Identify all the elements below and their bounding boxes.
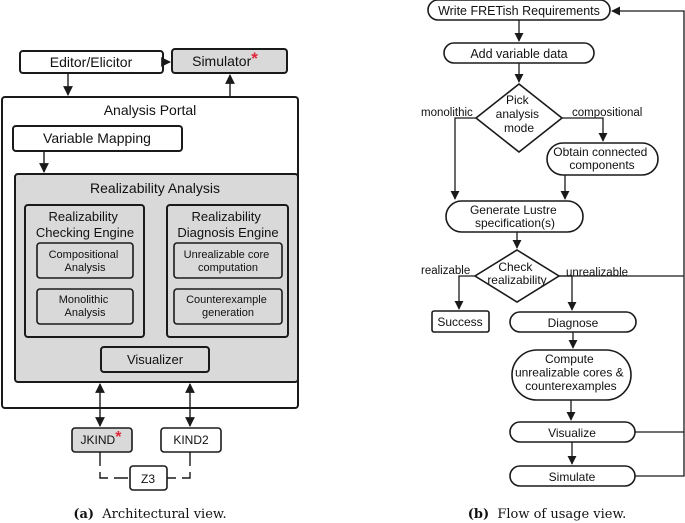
add-variable-data-node: Add variable data [443, 42, 595, 64]
success-node: Success [431, 310, 490, 333]
caption-b-tag: (b) [468, 507, 489, 522]
svg-text:Monolithic Analysis: Monolithic Analysis [59, 294, 112, 319]
variable-mapping-box: Variable Mapping [12, 125, 183, 152]
svg-text:Compositional Analys: Compositional Analysis [49, 249, 122, 274]
pick-line1: Pick [506, 93, 530, 107]
jkind-asterisk: * [115, 429, 122, 446]
variable-mapping-label: Variable Mapping [43, 130, 151, 146]
compute-line1: Compute [545, 352, 594, 366]
check-line2: realizability [487, 273, 546, 287]
editor-box: Editor/Elicitor [19, 50, 164, 74]
svg-text:Compute unrealizable c: Compute unrealizable cores & counterexam… [515, 352, 627, 393]
diagnose-node: Diagnose [509, 311, 637, 333]
diagnosis-engine-line2: Diagnosis Engine [177, 225, 278, 240]
simulator-box: Simulator* [171, 48, 288, 74]
visualizer-label: Visualizer [127, 352, 184, 367]
generate-line1: Generate Lustre [470, 203, 557, 217]
svg-text:Generate Lustre specif: Generate Lustre specification(s) [470, 203, 560, 230]
write-requirements-node: Write FRETish Requirements [427, 0, 611, 21]
unrealizable-core-box: Unrealizable core computation [173, 242, 283, 279]
simulate-label: Simulate [549, 470, 596, 484]
svg-text:Simulator*: Simulator* [192, 49, 258, 69]
z3-label: Z3 [141, 472, 155, 486]
svg-text:Obtain connected compo: Obtain connected components [553, 145, 650, 172]
architecture-diagram: Editor/Elicitor Simulator* Analysis Port… [1, 48, 299, 522]
editor-label: Editor/Elicitor [50, 54, 133, 70]
monolithic-line1: Monolithic [59, 294, 109, 306]
pick-analysis-mode-decision: Pick analysis mode [474, 82, 564, 154]
compositional-line1: Compositional [49, 249, 119, 261]
svg-text:Counterexample gener: Counterexample generation [186, 294, 270, 319]
success-label: Success [437, 315, 482, 329]
visualize-label: Visualize [548, 426, 596, 440]
monolithic-line2: Analysis [65, 307, 106, 319]
diagnose-label: Diagnose [548, 316, 599, 330]
unrealizable-core-line2: computation [198, 262, 258, 274]
monolithic-branch-label: monolithic [421, 107, 473, 119]
compositional-line2: Analysis [65, 262, 106, 274]
caption-b: (b) Flow of usage view. [468, 507, 626, 522]
simulator-asterisk: * [251, 49, 258, 68]
write-requirements-label: Write FRETish Requirements [438, 4, 600, 18]
caption-b-text: Flow of usage view. [497, 507, 626, 522]
add-variable-data-label: Add variable data [470, 47, 567, 61]
usage-flow-diagram: Write FRETish Requirements Add variable … [421, 0, 685, 522]
generate-lustre-node: Generate Lustre specification(s) [445, 200, 584, 233]
check-line1: Check [498, 260, 533, 274]
realizable-branch-label: realizable [421, 265, 470, 277]
svg-text:JKIND*: JKIND* [81, 429, 123, 447]
compute-line2: unrealizable cores & [515, 366, 624, 380]
checking-engine-line2: Checking Engine [36, 225, 134, 240]
svg-text:Realizability Checking: Realizability Checking Engine [36, 209, 134, 240]
diagnosis-engine: Realizability Diagnosis Engine Unrealiza… [166, 204, 289, 338]
compute-line3: counterexamples [525, 379, 616, 393]
visualize-node: Visualize [509, 421, 636, 443]
unrealizable-core-line1: Unrealizable core [184, 249, 270, 261]
analysis-portal-title: Analysis Portal [104, 102, 197, 118]
checking-engine-line1: Realizability [49, 209, 119, 224]
simulate-node: Simulate [509, 465, 636, 487]
obtain-line1: Obtain connected [553, 145, 647, 159]
pick-line3: mode [504, 121, 534, 135]
jkind-box: JKIND* [71, 427, 133, 453]
compositional-analysis-box: Compositional Analysis [36, 242, 134, 279]
visualizer-box: Visualizer [100, 346, 210, 373]
z3-box: Z3 [129, 465, 168, 491]
counterexample-line2: generation [202, 307, 254, 319]
realizability-analysis-title: Realizability Analysis [90, 180, 220, 196]
caption-a: (a) Architectural view. [73, 507, 226, 522]
generate-line2: specification(s) [475, 216, 555, 230]
compute-cores-node: Compute unrealizable cores & counterexam… [511, 349, 632, 401]
svg-text:Unrealizable core co: Unrealizable core computation [184, 249, 273, 274]
compositional-branch-label: compositional [572, 107, 642, 119]
kind2-box: KIND2 [160, 427, 222, 453]
svg-text:Realizability Diagnosi: Realizability Diagnosis Engine [177, 209, 278, 240]
obtain-components-node: Obtain connected components [546, 142, 659, 176]
counterexample-line1: Counterexample [186, 294, 267, 306]
obtain-line2: components [569, 158, 634, 172]
checking-engine: Realizability Checking Engine Compositio… [24, 204, 145, 338]
pick-line2: analysis [496, 107, 539, 121]
svg-text:Pick analysis: Pick analysis mode [496, 93, 543, 135]
counterexample-box: Counterexample generation [173, 288, 283, 325]
unrealizable-branch-label: unrealizable [566, 267, 628, 279]
diagnosis-engine-line1: Realizability [192, 209, 262, 224]
check-realizability-decision: Check realizability [473, 249, 561, 303]
svg-text:Check realizability: Check realizability [487, 260, 546, 287]
jkind-label: JKIND [81, 433, 116, 447]
monolithic-analysis-box: Monolithic Analysis [36, 288, 134, 325]
caption-a-text: Architectural view. [101, 507, 226, 522]
caption-a-tag: (a) [73, 507, 94, 522]
kind2-label: KIND2 [173, 433, 209, 447]
simulator-label: Simulator [192, 53, 251, 69]
